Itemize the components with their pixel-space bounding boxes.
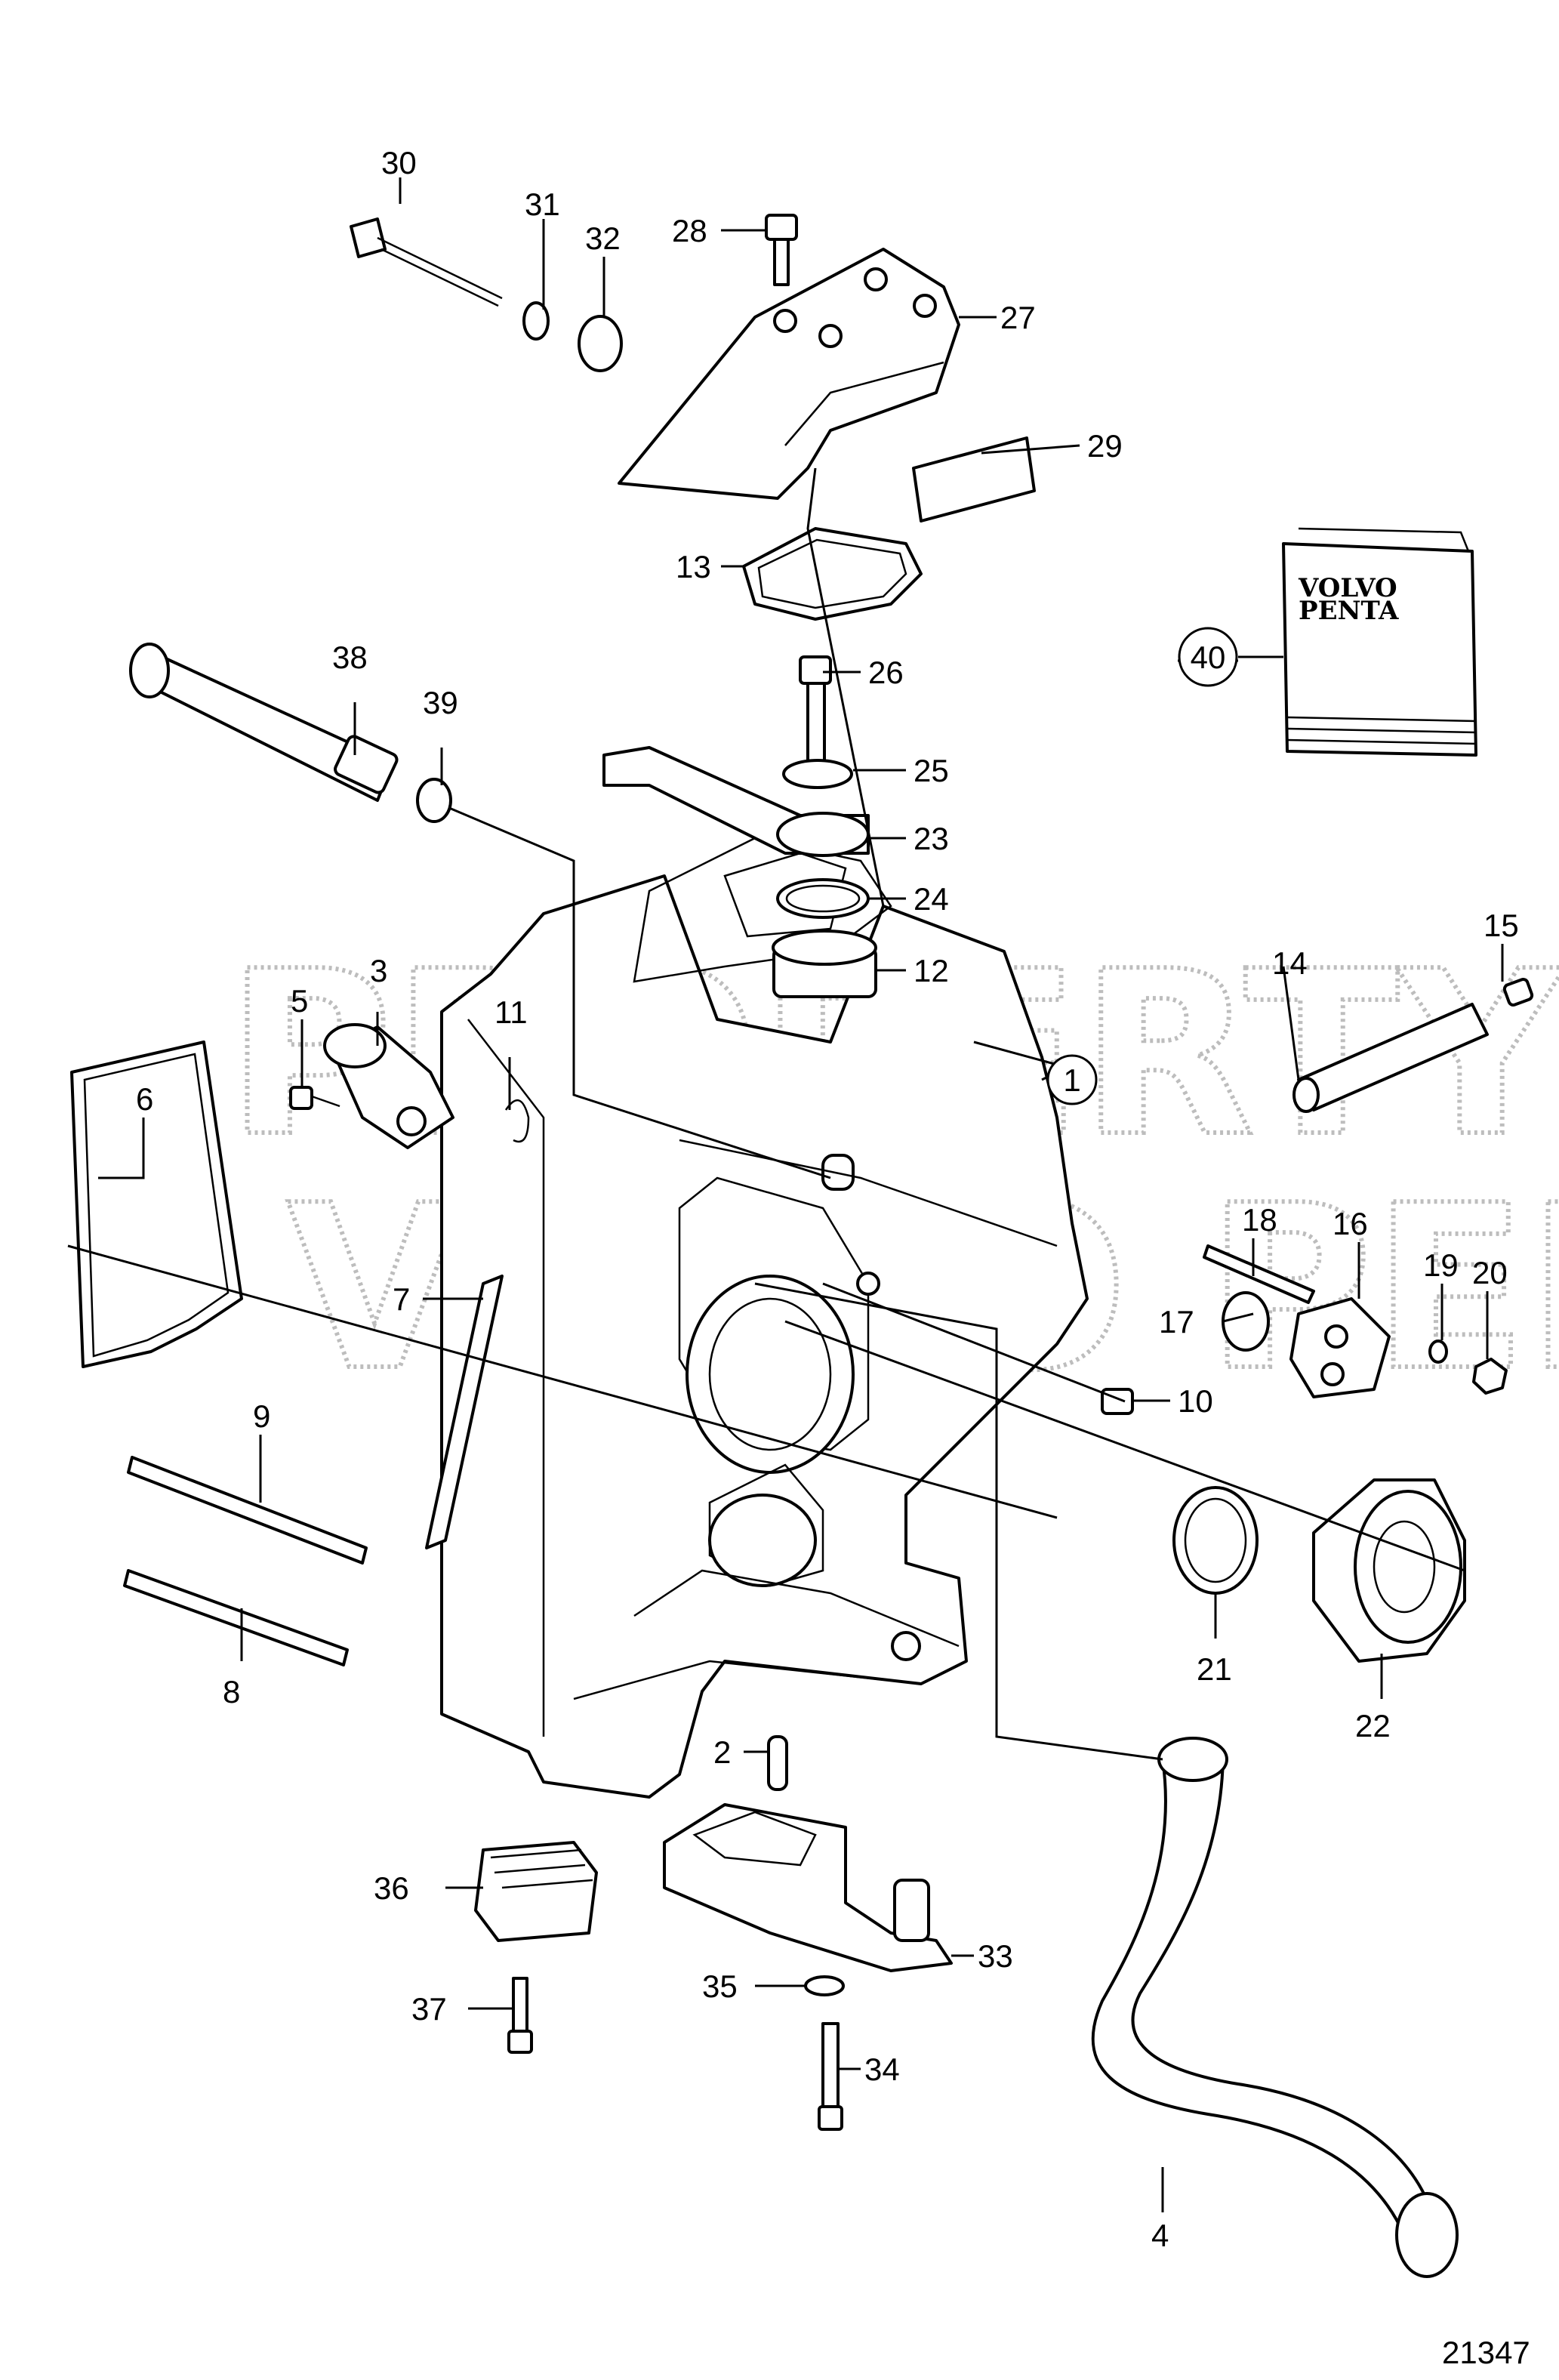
callout-19: 19 bbox=[1423, 1247, 1459, 1283]
callout-38: 38 bbox=[332, 640, 368, 675]
grommet-32 bbox=[578, 315, 623, 372]
nut-20 bbox=[1472, 1358, 1508, 1395]
seal-21 bbox=[1172, 1486, 1259, 1595]
washer-19 bbox=[1428, 1340, 1448, 1364]
gasket-6 bbox=[70, 1040, 243, 1368]
stud-8 bbox=[123, 1569, 349, 1666]
o-ring-17 bbox=[1222, 1291, 1270, 1352]
callout-12: 12 bbox=[914, 953, 949, 988]
callout-7: 7 bbox=[393, 1281, 410, 1317]
gasket bbox=[742, 527, 923, 621]
callout-21: 21 bbox=[1197, 1651, 1232, 1687]
callout-labels: 30 31 32 28 27 29 13 26 25 23 24 12 38 3… bbox=[136, 145, 1530, 2370]
circled-callout-40: 40 bbox=[1178, 627, 1238, 687]
callout-34: 34 bbox=[864, 2052, 900, 2087]
main-housing bbox=[440, 837, 1089, 1799]
strip-7 bbox=[425, 1275, 504, 1549]
callout-33: 33 bbox=[978, 1938, 1013, 1974]
bolt-30 bbox=[350, 217, 503, 307]
brand-line-2: PENTA bbox=[1299, 596, 1399, 626]
callout-13: 13 bbox=[676, 549, 711, 584]
stud-18 bbox=[1203, 1244, 1315, 1304]
washer-25 bbox=[782, 759, 853, 789]
callout-8: 8 bbox=[223, 1674, 240, 1709]
callout-35: 35 bbox=[702, 1968, 738, 2004]
bearing-22 bbox=[1312, 1478, 1466, 1663]
washer-35 bbox=[804, 1975, 845, 1996]
callout-22: 22 bbox=[1355, 1708, 1391, 1743]
callout-39: 39 bbox=[423, 685, 458, 720]
callout-6: 6 bbox=[136, 1081, 153, 1117]
callout-24: 24 bbox=[914, 881, 949, 917]
callout-32: 32 bbox=[585, 220, 621, 256]
decal bbox=[912, 436, 1036, 523]
brand-line-1: VOLVO bbox=[1298, 573, 1397, 603]
o-ring-39 bbox=[416, 778, 452, 823]
manual-book: VOLVO PENTA bbox=[1282, 527, 1477, 757]
anode-36 bbox=[474, 1841, 598, 1942]
callout-1: 1 bbox=[1063, 1062, 1080, 1098]
fitting-3 bbox=[323, 1023, 454, 1149]
top-cover bbox=[618, 248, 960, 500]
callout-28: 28 bbox=[672, 213, 707, 248]
stud-9 bbox=[127, 1456, 368, 1565]
screw-34 bbox=[818, 2022, 843, 2131]
figure-number: 21347 bbox=[1442, 2335, 1530, 2370]
callout-2: 2 bbox=[713, 1734, 731, 1770]
pin-2 bbox=[767, 1735, 788, 1791]
callout-14: 14 bbox=[1272, 945, 1308, 981]
callout-31: 31 bbox=[525, 187, 560, 222]
callout-25: 25 bbox=[914, 753, 949, 788]
bracket-33 bbox=[663, 1803, 953, 1972]
callout-36: 36 bbox=[374, 1870, 409, 1906]
callout-15: 15 bbox=[1484, 908, 1519, 943]
callout-20: 20 bbox=[1472, 1255, 1508, 1290]
clip-11 bbox=[504, 1099, 530, 1143]
callout-23: 23 bbox=[914, 821, 949, 856]
washer-31 bbox=[522, 301, 550, 341]
callout-30: 30 bbox=[381, 145, 417, 180]
bushing-12 bbox=[772, 929, 877, 998]
callout-4: 4 bbox=[1151, 2218, 1169, 2253]
callout-10: 10 bbox=[1178, 1383, 1213, 1419]
callout-29: 29 bbox=[1087, 428, 1123, 464]
callout-5: 5 bbox=[291, 983, 308, 1019]
screw-37 bbox=[507, 1977, 533, 2054]
steering-arm-23 bbox=[602, 746, 870, 857]
screw-15 bbox=[1502, 978, 1534, 1007]
callout-26: 26 bbox=[868, 655, 904, 690]
callout-27: 27 bbox=[1000, 300, 1036, 335]
callout-17: 17 bbox=[1159, 1304, 1194, 1340]
callout-11: 11 bbox=[495, 994, 528, 1030]
circled-callout-1: 1 bbox=[1046, 1054, 1098, 1105]
callout-3: 3 bbox=[370, 953, 387, 988]
hose-38 bbox=[129, 643, 399, 802]
callout-40: 40 bbox=[1191, 640, 1226, 675]
callout-16: 16 bbox=[1333, 1206, 1368, 1241]
plug-10 bbox=[1101, 1388, 1134, 1415]
callout-18: 18 bbox=[1242, 1202, 1277, 1238]
screw-26 bbox=[799, 655, 832, 768]
block-16 bbox=[1289, 1297, 1391, 1398]
hose-4 bbox=[1091, 1737, 1459, 2278]
callout-9: 9 bbox=[253, 1398, 270, 1434]
screw-5 bbox=[289, 1086, 340, 1110]
screw-28 bbox=[765, 214, 798, 286]
callout-37: 37 bbox=[411, 1991, 447, 2027]
